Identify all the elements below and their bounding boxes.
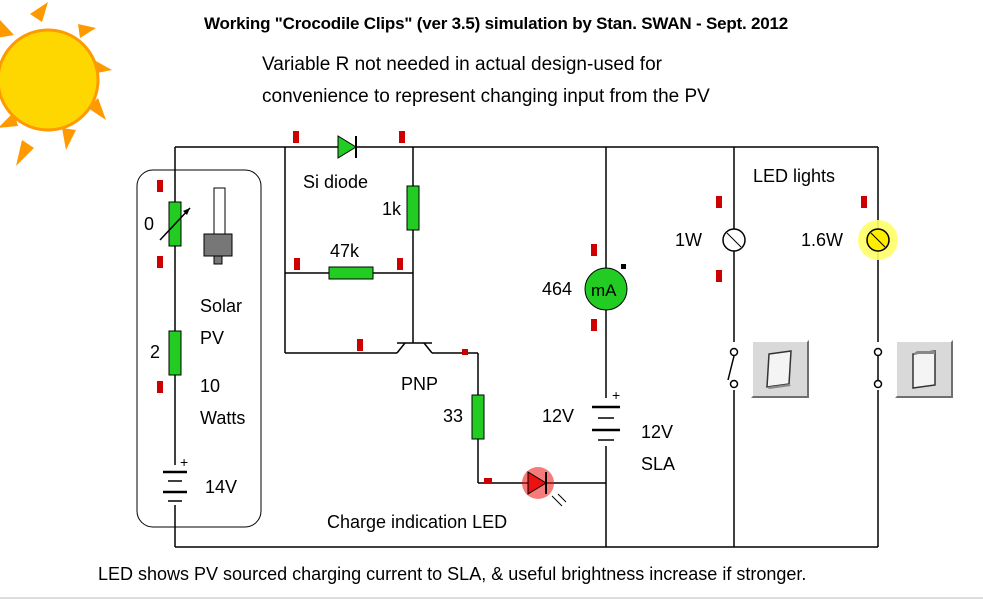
pv-battery (160, 465, 190, 505)
rocker-switch-icon (912, 350, 936, 389)
switch-button-1w[interactable] (751, 340, 809, 398)
charge-led-label: Charge indication LED (327, 512, 508, 532)
var-resistor-value: 0 (144, 214, 155, 234)
pv-slider[interactable] (203, 187, 233, 265)
lamp-1-6w-label: 1.6W (801, 230, 844, 250)
ammeter (584, 264, 628, 311)
rocker-switch-icon (766, 350, 792, 389)
solar-pv-box (136, 169, 262, 528)
sla-voltage-right: 12V (641, 422, 674, 442)
svg-text:+: + (180, 454, 188, 470)
meter-value: 464 (542, 279, 573, 299)
solar-label: Solar (200, 296, 243, 316)
resistor-33 (471, 394, 485, 440)
resistor-pv-label: 2 (150, 342, 161, 362)
lamp-1-6w (858, 220, 898, 260)
sla-voltage-left: 12V (542, 406, 575, 426)
resistor-1k (406, 185, 420, 231)
pv-label: PV (200, 328, 225, 348)
resistor-33-label: 33 (443, 406, 464, 426)
page-title: Working "Crocodile Clips" (ver 3.5) simu… (204, 14, 789, 33)
lamp-1w (722, 228, 746, 252)
probe-markers (157, 131, 867, 483)
lamp-1w-label: 1W (675, 230, 702, 250)
sun-icon (0, 2, 112, 166)
diode-label: Si diode (303, 172, 369, 192)
led-lights-label: LED lights (753, 166, 836, 186)
resistor-47k-label: 47k (330, 241, 360, 261)
note-line-1: Variable R not needed in actual design-u… (262, 54, 662, 75)
switch-symbols (727, 342, 884, 390)
pnp-transistor (396, 340, 433, 354)
footer-caption: LED shows PV sourced charging current to… (98, 564, 807, 584)
svg-text:+: + (612, 387, 620, 403)
variable-resistor (159, 201, 191, 247)
ten-label: 10 (200, 376, 221, 396)
pnp-label: PNP (401, 374, 439, 394)
sla-label: SLA (641, 454, 676, 474)
pv-battery-label: 14V (205, 477, 238, 497)
resistor-1k-label: 1k (382, 199, 402, 219)
resistor-pv (168, 330, 182, 376)
switch-button-1-6w[interactable] (895, 340, 953, 398)
resistor-47k (328, 266, 374, 280)
note-line-2: convenience to represent changing input … (262, 86, 710, 107)
meter-unit: mA (591, 281, 617, 300)
sla-battery (590, 398, 622, 446)
charge-led (522, 467, 567, 507)
watts-label: Watts (200, 408, 246, 428)
si-diode (337, 135, 357, 159)
